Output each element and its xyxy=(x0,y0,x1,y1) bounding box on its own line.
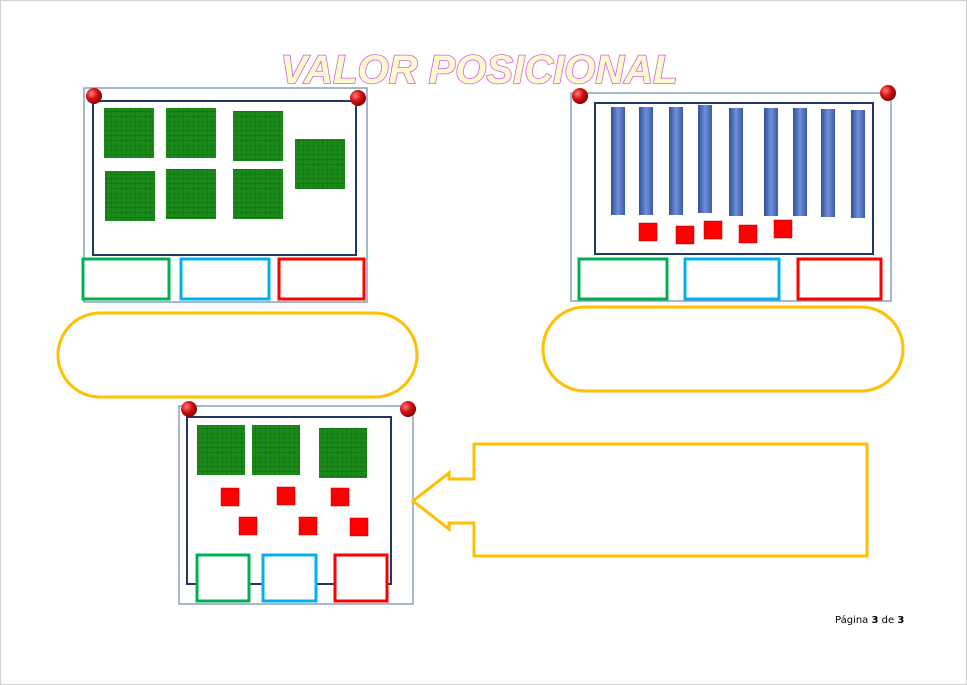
units-answer-box xyxy=(277,257,366,301)
page-number: Página 3 de 3 xyxy=(835,615,904,626)
unit-cube xyxy=(238,516,258,536)
pushpin-icon xyxy=(572,88,588,104)
units-answer-box xyxy=(333,553,389,603)
ten-rod xyxy=(611,107,625,215)
unit-cubes xyxy=(638,219,793,245)
pushpin-icon xyxy=(880,85,896,101)
answer-callout-arrow[interactable] xyxy=(410,442,869,558)
tens-answer-box xyxy=(261,553,318,603)
units-answer-box xyxy=(796,257,883,301)
pushpin-icon xyxy=(350,90,366,106)
hundred-block xyxy=(166,108,216,158)
hundred-block xyxy=(295,139,345,189)
page-total: 3 xyxy=(897,615,905,626)
ten-rod xyxy=(851,110,865,218)
tens-answer-box xyxy=(683,257,781,301)
ten-rod xyxy=(821,109,835,217)
hundred-block xyxy=(233,111,283,161)
hundreds-blocks xyxy=(104,108,345,221)
hundreds-answer-box xyxy=(81,257,171,301)
exercise-panel-2 xyxy=(570,85,896,302)
ten-rod xyxy=(729,108,743,216)
hundred-block xyxy=(105,171,155,221)
unit-cube xyxy=(349,517,369,537)
hundred-block xyxy=(319,428,367,478)
hundred-block xyxy=(233,169,283,219)
unit-cube xyxy=(638,222,658,242)
hundred-block xyxy=(252,425,300,475)
page-label: Página xyxy=(835,615,869,626)
unit-cube xyxy=(330,487,350,507)
page-current: 3 xyxy=(871,615,879,626)
ten-rod xyxy=(764,108,778,216)
unit-cube xyxy=(220,487,240,507)
unit-cube xyxy=(773,219,793,239)
answer-bubble-2[interactable] xyxy=(541,305,905,393)
unit-cubes xyxy=(220,486,369,537)
hundred-block xyxy=(166,169,216,219)
answer-bubble-1[interactable] xyxy=(56,311,419,399)
tens-rods xyxy=(611,105,865,218)
hundred-block xyxy=(197,425,245,475)
tens-answer-box xyxy=(179,257,271,301)
hundred-block xyxy=(104,108,154,158)
hundreds-answer-box xyxy=(577,257,669,301)
page-title: VALOR POSICIONAL xyxy=(280,48,677,92)
ten-rod xyxy=(669,107,683,215)
unit-cube xyxy=(675,225,695,245)
unit-cube xyxy=(738,224,758,244)
unit-cube xyxy=(703,220,723,240)
ten-rod xyxy=(793,108,807,216)
ten-rod xyxy=(639,107,653,215)
page-sep: de xyxy=(881,615,895,626)
pushpin-icon xyxy=(400,401,416,417)
hundreds-blocks xyxy=(197,425,367,478)
hundreds-answer-box xyxy=(195,553,251,603)
pushpin-icon xyxy=(86,88,102,104)
exercise-panel-3 xyxy=(178,401,416,605)
unit-cube xyxy=(298,516,318,536)
ten-rod xyxy=(698,105,712,213)
exercise-panel-1 xyxy=(81,87,368,303)
unit-cube xyxy=(276,486,296,506)
pushpin-icon xyxy=(181,401,197,417)
